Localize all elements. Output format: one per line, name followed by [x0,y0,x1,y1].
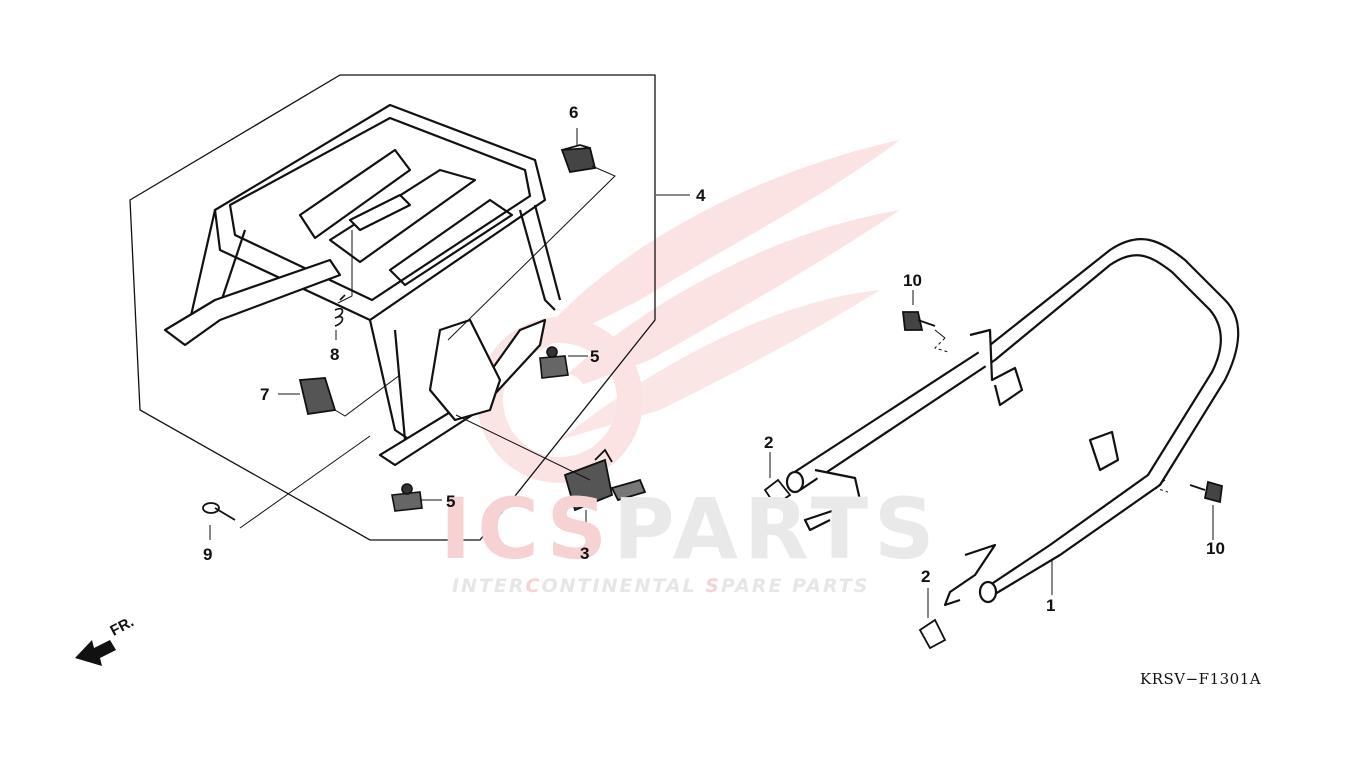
tagline-part-e: PARE PARTS [720,575,870,597]
callout-2b: 2 [921,567,931,586]
rear-carrier-rack [163,103,562,467]
part-2-rivet-b [918,618,947,650]
callout-7: 7 [260,385,270,404]
callout-10a: 10 [903,271,922,290]
callout-6: 6 [569,103,579,122]
callout-10b: 10 [1206,539,1225,558]
callout-2a: 2 [764,433,774,452]
part-5-nut-a [539,346,569,379]
front-direction-arrow-icon [75,640,116,666]
part-7-cushion [298,377,337,416]
grab-rail [785,238,1240,607]
tagline-part-a: INTER [452,575,526,597]
callout-1: 1 [1046,596,1056,615]
part-10-bolt-a [901,311,936,331]
part-2-rivet-a [763,478,792,507]
assembly-boundary [129,74,656,541]
part-6-cushion [560,144,597,174]
watermark-brand-ics: ICS [440,480,613,578]
tagline-part-d: S [705,575,721,597]
callout-4: 4 [696,186,706,205]
callout-8: 8 [330,345,340,364]
callout-9: 9 [203,545,213,564]
part-3-lock [563,448,647,512]
watermark-brand: ICSPARTS [440,480,941,578]
part-8-spring [334,294,346,327]
diagram-code: KRSV−F1301A [1140,670,1262,688]
part-9-bolt [202,502,236,521]
part-5-nut-b [391,483,423,512]
leader-lines-left [209,128,690,540]
watermark-tagline: INTERCONTINENTAL SPARE PARTS [452,575,869,597]
callout-3: 3 [580,544,590,563]
callout-5b: 5 [446,492,456,511]
callout-5a: 5 [590,347,600,366]
leader-lines-right [769,290,1214,618]
watermark-brand-parts: PARTS [612,480,941,578]
tagline-part-c: ONTINENTAL [541,575,706,597]
tagline-part-b: C [525,575,542,597]
part-10-bolt-b [1189,480,1223,504]
